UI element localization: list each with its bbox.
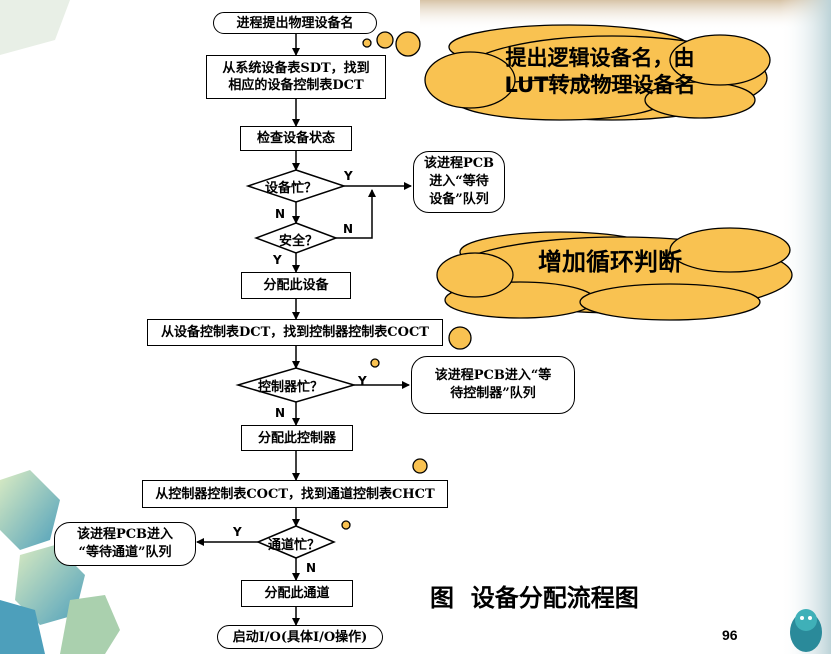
step-dct-to-coct: 从设备控制表DCT，找到控制器控制表COCT: [147, 319, 443, 346]
step-start-io: 启动I/O(具体I/O操作): [217, 625, 383, 649]
label-no-controller: N: [275, 406, 286, 420]
mascot-icon: [790, 609, 822, 652]
note-wait-device-queue: 该进程PCB 进入“等待 设备”队列: [413, 151, 505, 213]
decision-label-safe: 安全？: [279, 234, 319, 249]
note-wait-channel-queue: 该进程PCB进入 “等待通道”队列: [54, 522, 196, 566]
cloud-note-logical-name: 提出逻辑设备名，由 LUT转成物理设备名: [504, 46, 696, 97]
step-lookup-sdt: 从系统设备表SDT，找到 相应的设备控制表DCT: [206, 55, 386, 99]
label-no-device: N: [275, 207, 286, 221]
decision-safe: [253, 222, 339, 254]
label-yes-safe: Y: [273, 253, 282, 267]
label-yes-channel: Y: [233, 525, 242, 539]
decision-label-device-busy: 设备忙？: [265, 181, 318, 196]
figure-caption: 图 设备分配流程图: [430, 584, 639, 612]
decision-channel-busy: [256, 525, 336, 559]
label-yes-device: Y: [344, 169, 353, 183]
cloud-note-loop-check: 增加循环判断: [538, 248, 682, 276]
label-yes-controller: Y: [358, 374, 367, 388]
step-check-device-status: 检查设备状态: [240, 126, 352, 151]
decision-label-controller-busy: 控制器忙？: [258, 380, 324, 395]
step-coct-to-chct: 从控制器控制表COCT，找到通道控制表CHCT: [142, 480, 448, 508]
label-no-safe: N: [343, 222, 354, 236]
decision-label-channel-busy: 通道忙？: [268, 538, 321, 553]
step-allocate-device: 分配此设备: [241, 272, 351, 299]
page-number: 96: [722, 627, 738, 643]
step-allocate-channel: 分配此通道: [241, 580, 353, 607]
step-request-physical-device: 进程提出物理设备名: [213, 12, 377, 34]
decision-controller-busy: [235, 367, 357, 403]
step-allocate-controller: 分配此控制器: [241, 425, 353, 451]
label-no-channel: N: [306, 561, 317, 575]
note-wait-controller-queue: 该进程PCB进入“等 待控制器”队列: [411, 356, 575, 414]
decision-device-busy: [245, 169, 347, 203]
